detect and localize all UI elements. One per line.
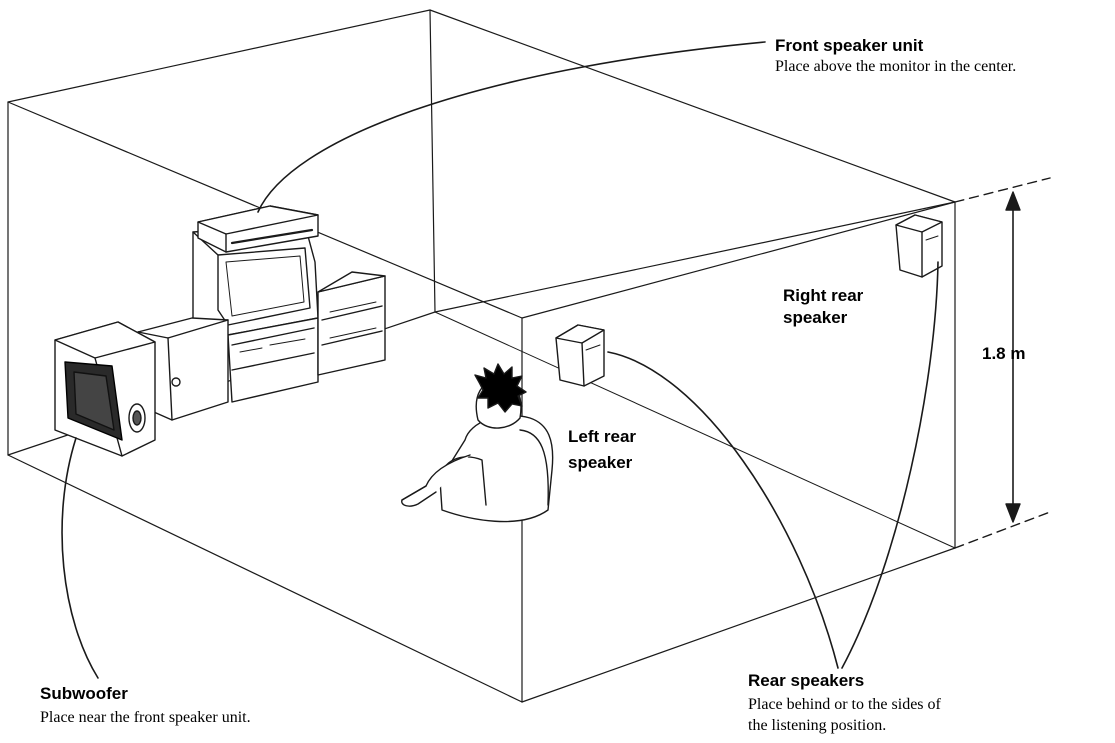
subwoofer-title: Subwoofer xyxy=(40,684,128,703)
right-rear-label-line1: Right rear xyxy=(783,286,864,305)
left-rear-label-line2: speaker xyxy=(568,453,633,472)
right-rear-speaker xyxy=(895,214,943,278)
rear-speakers-desc-line1: Place behind or to the sides of xyxy=(748,696,941,713)
front-speaker-unit xyxy=(197,205,319,253)
height-value-label: 1.8 m xyxy=(982,344,1026,363)
leader-subwoofer xyxy=(61,437,99,679)
subwoofer-desc: Place near the front speaker unit. xyxy=(40,709,251,726)
rear-speakers-desc-line2: the listening position. xyxy=(748,717,887,734)
listener-armchair xyxy=(401,363,554,523)
leader-lines xyxy=(61,41,939,679)
front-speaker-title: Front speaker unit xyxy=(775,36,924,55)
leader-left-rear xyxy=(607,351,839,669)
leader-front-speaker xyxy=(257,41,766,213)
left-rear-speaker xyxy=(555,324,605,387)
right-rear-label-line2: speaker xyxy=(783,308,848,327)
front-speaker-desc: Place above the monitor in the center. xyxy=(775,58,1017,75)
left-rear-label-line1: Left rear xyxy=(568,427,637,446)
height-dimension xyxy=(954,177,1051,549)
leader-right-rear xyxy=(841,261,939,669)
rear-speakers-title: Rear speakers xyxy=(748,671,865,690)
subwoofer xyxy=(54,321,156,457)
tv-monitor xyxy=(192,224,319,336)
